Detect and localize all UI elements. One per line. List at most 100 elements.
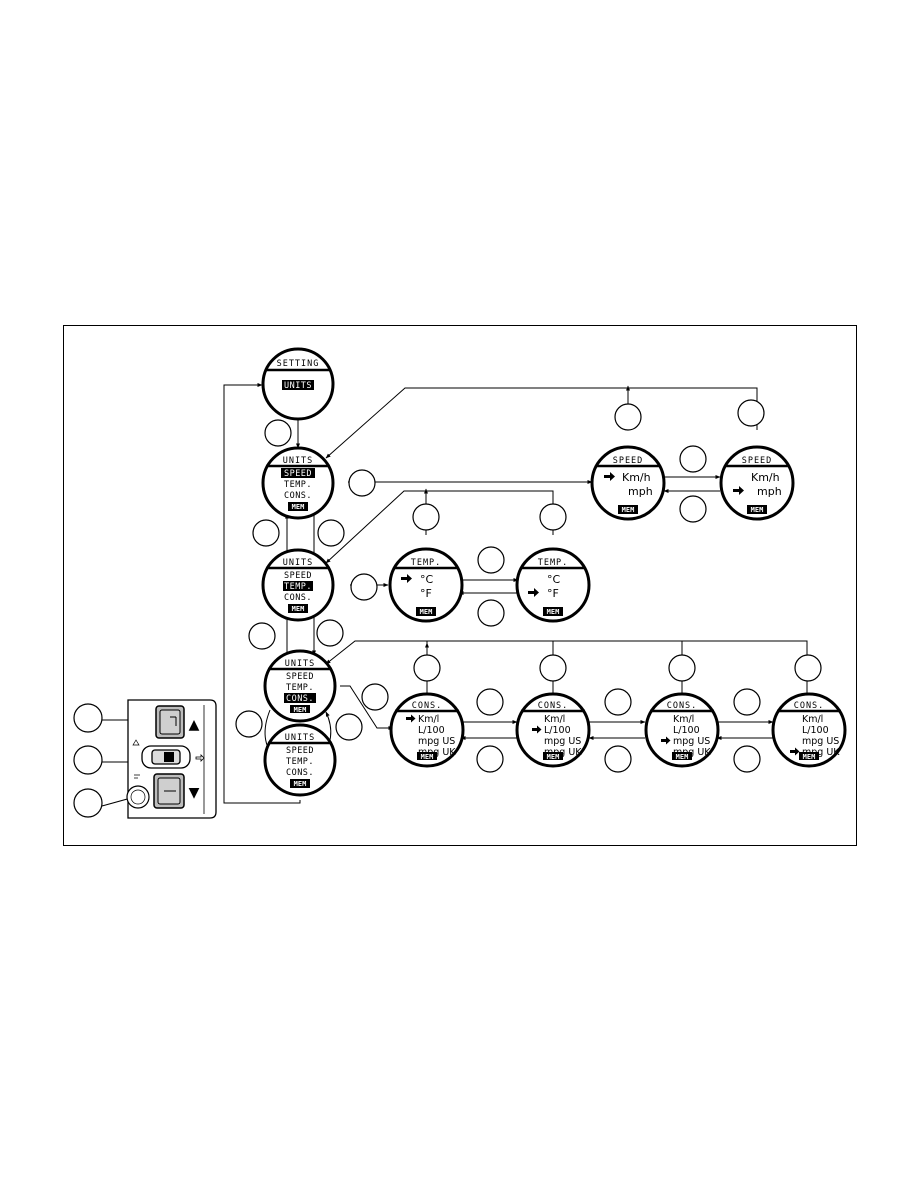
step-marker xyxy=(73,745,103,775)
down-button[interactable]: ▼ xyxy=(126,773,200,809)
mem-label: MEM xyxy=(420,608,433,616)
cons-option-mpg-us: mpg US xyxy=(802,736,839,747)
temp-screen-fahrenheit: TEMP. °C °F MEM xyxy=(515,547,591,623)
step-marker xyxy=(604,745,632,773)
units-item-temp: TEMP. xyxy=(284,582,312,592)
step-marker xyxy=(614,403,642,431)
step-marker xyxy=(539,503,567,531)
speed-screen-kmh: SPEED Km/h mph MEM xyxy=(590,445,666,521)
cons-option-mpg-us: mpg US xyxy=(544,736,581,747)
step-marker xyxy=(412,503,440,531)
cons-screen-mpg-uk: CONS. Km/l L/100 mpg US mpg UK MEM xyxy=(771,692,847,768)
mem-label: MEM xyxy=(803,753,816,761)
step-marker xyxy=(361,683,389,711)
cons-option-l100: L/100 xyxy=(418,725,445,736)
speed-option-kmh: Km/h xyxy=(622,471,651,484)
mem-label: MEM xyxy=(421,753,434,761)
step-marker xyxy=(477,546,505,574)
diagram-frame xyxy=(63,325,857,846)
temp-title: TEMP. xyxy=(411,558,442,568)
cons-screen-l100: CONS. Km/l L/100 mpg US mpg UK MEM xyxy=(515,692,591,768)
down-arrow-icon: ▼ xyxy=(189,785,200,801)
step-marker xyxy=(413,654,441,682)
warning-icon xyxy=(132,739,140,746)
step-marker xyxy=(476,745,504,773)
cons-title: CONS. xyxy=(794,701,825,711)
handlebar-control-unit: ▲ ▼ xyxy=(126,699,217,819)
step-marker xyxy=(73,703,103,733)
step-marker xyxy=(477,599,505,627)
cons-option-l100: L/100 xyxy=(544,725,571,736)
step-marker xyxy=(348,469,376,497)
mem-label: MEM xyxy=(547,753,560,761)
units-title: UNITS xyxy=(285,733,316,743)
cons-title: CONS. xyxy=(412,701,443,711)
mem-label: MEM xyxy=(676,753,689,761)
setting-selected-units: UNITS xyxy=(284,381,312,391)
center-toggle-switch[interactable] xyxy=(132,739,205,769)
speed-title: SPEED xyxy=(613,456,644,466)
units-screen-cons: UNITS SPEED TEMP. CONS. MEM xyxy=(263,649,337,723)
temp-option-celsius: °C xyxy=(420,573,434,586)
cons-screen-mpg-us: CONS. Km/l L/100 mpg US mpg UK MEM xyxy=(644,692,720,768)
step-marker xyxy=(733,688,761,716)
cons-option-mpg-uk: mpg UK xyxy=(544,747,582,758)
step-marker xyxy=(604,688,632,716)
units-item-cons: CONS. xyxy=(286,694,314,704)
step-marker xyxy=(476,688,504,716)
step-marker xyxy=(350,573,378,601)
units-screen-speed: UNITS SPEED TEMP. CONS. MEM xyxy=(261,446,335,520)
step-marker xyxy=(252,519,280,547)
up-button[interactable]: ▲ xyxy=(155,705,200,739)
light-icon xyxy=(134,774,140,779)
mem-label: MEM xyxy=(294,706,307,714)
setting-title: SETTING xyxy=(277,359,320,369)
units-item-temp: TEMP. xyxy=(284,480,312,490)
selection-arrow-icon xyxy=(604,472,615,481)
selection-arrow-icon xyxy=(661,736,671,745)
cons-option-mpg-uk: mpg UK xyxy=(802,747,840,758)
step-markers xyxy=(73,399,822,818)
step-marker xyxy=(737,399,765,427)
selection-arrow-icon xyxy=(406,714,416,723)
speed-option-kmh: Km/h xyxy=(751,471,780,484)
step-marker xyxy=(73,788,103,818)
temp-screen-celsius: TEMP. °C °F MEM xyxy=(388,547,464,623)
step-marker xyxy=(316,619,344,647)
units-item-speed: SPEED xyxy=(286,672,314,682)
selection-arrow-icon xyxy=(733,486,744,495)
units-item-speed: SPEED xyxy=(284,571,312,581)
cons-option-kml: Km/l xyxy=(418,714,439,725)
speed-screen-mph: SPEED Km/h mph MEM xyxy=(719,445,795,521)
selection-arrow-icon xyxy=(532,725,542,734)
step-marker xyxy=(317,519,345,547)
cons-option-kml: Km/l xyxy=(673,714,694,725)
selection-arrow-icon xyxy=(528,588,539,597)
mem-label: MEM xyxy=(292,503,305,511)
cons-option-mpg-uk: mpg UK xyxy=(418,747,456,758)
step-marker xyxy=(235,710,263,738)
cons-screen-kml: CONS. Km/l L/100 mpg US mpg UK MEM xyxy=(389,692,465,768)
step-marker xyxy=(679,495,707,523)
mem-label: MEM xyxy=(547,608,560,616)
step-marker xyxy=(248,622,276,650)
speed-option-mph: mph xyxy=(628,485,653,498)
units-item-temp: TEMP. xyxy=(286,683,314,693)
selection-arrow-icon xyxy=(790,747,800,756)
cons-title: CONS. xyxy=(667,701,698,711)
right-arrow-icon xyxy=(195,754,205,762)
cons-option-kml: Km/l xyxy=(544,714,565,725)
units-screen-temp: UNITS SPEED TEMP. CONS. MEM xyxy=(261,548,335,622)
step-marker xyxy=(668,654,696,682)
cons-option-l100: L/100 xyxy=(802,725,829,736)
mem-label: MEM xyxy=(622,506,635,514)
step-marker xyxy=(539,654,567,682)
mem-label: MEM xyxy=(292,605,305,613)
setting-screen: SETTING UNITS xyxy=(261,347,335,421)
units-item-speed: SPEED xyxy=(284,469,312,479)
cons-option-l100: L/100 xyxy=(673,725,700,736)
units-item-cons: CONS. xyxy=(284,593,312,603)
units-item-temp: TEMP. xyxy=(286,757,314,767)
speed-option-mph: mph xyxy=(757,485,782,498)
